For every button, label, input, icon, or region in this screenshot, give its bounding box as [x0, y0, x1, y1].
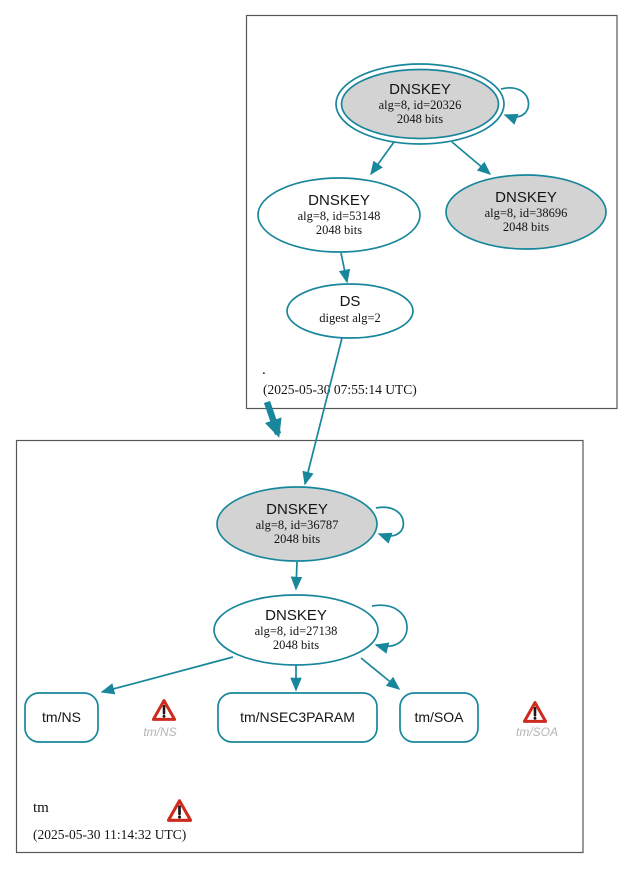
node-title: DNSKEY	[266, 501, 328, 518]
tm-nsec3param-box	[217, 692, 378, 743]
node-root-ds: DS digest alg=2	[286, 283, 414, 339]
rrset-label: tm/NSEC3PARAM	[240, 709, 355, 725]
node-rrset-tm-ns: tm/NS	[24, 692, 99, 743]
node-rrset-tm-nsec3param: tm/NSEC3PARAM	[217, 692, 378, 743]
root-zsk-ellipse	[257, 177, 421, 253]
root-key2-ellipse	[445, 174, 607, 250]
edge-tm-zsk-to-soa	[360, 657, 401, 690]
edge-tm-ksk-selfloop	[375, 506, 405, 544]
edge-root-ksk-selfloop	[500, 87, 530, 125]
edge-root-ksk-to-key2	[451, 141, 492, 175]
edge-tm-zsk-selfloop	[371, 604, 408, 654]
rrset-label: tm/SOA	[414, 709, 464, 725]
node-params: digest alg=2	[319, 311, 381, 325]
edge-tm-zsk-to-ns	[100, 656, 234, 695]
node-params: alg=8, id=53148	[298, 209, 381, 223]
node-root-ksk: DNSKEY alg=8, id=20326 2048 bits	[335, 63, 505, 145]
node-params: alg=8, id=20326	[379, 98, 462, 112]
graph-edges	[100, 87, 530, 695]
node-title: DNSKEY	[265, 607, 327, 624]
root-ksk-inner-ring	[340, 68, 500, 140]
node-params: alg=8, id=38696	[485, 206, 568, 220]
edge-root-zsk-to-ds	[338, 252, 351, 284]
warning-tm-soa: tm/SOA	[516, 701, 558, 739]
node-tm-ksk: DNSKEY alg=8, id=36787 2048 bits	[216, 486, 378, 562]
tm-ns-box	[24, 692, 99, 743]
node-bits: 2048 bits	[503, 220, 549, 234]
node-title: DS	[340, 293, 361, 310]
node-root-key2: DNSKEY alg=8, id=38696 2048 bits	[445, 174, 607, 250]
node-root-zsk: DNSKEY alg=8, id=53148 2048 bits	[257, 177, 421, 253]
node-title: DNSKEY	[308, 192, 370, 209]
node-title: DNSKEY	[389, 81, 451, 98]
node-bits: 2048 bits	[273, 638, 319, 652]
tm-zsk-ellipse	[213, 594, 379, 666]
warning-label: tm/SOA	[516, 725, 558, 739]
node-tm-zsk: DNSKEY alg=8, id=27138 2048 bits	[213, 594, 379, 666]
node-bits: 2048 bits	[274, 532, 320, 546]
tm-ksk-ellipse	[216, 486, 378, 562]
rrset-label: tm/NS	[42, 709, 81, 725]
root-ds-ellipse	[286, 283, 414, 339]
node-rrset-tm-soa: tm/SOA	[399, 692, 479, 743]
warning-label: tm/NS	[143, 725, 176, 739]
node-bits: 2048 bits	[316, 223, 362, 237]
edge-tm-ksk-to-zsk	[290, 561, 303, 591]
node-params: alg=8, id=36787	[256, 518, 339, 532]
tm-zone-label: tm	[33, 800, 49, 816]
edge-ds-to-tm-ksk	[302, 337, 343, 486]
edge-delegation-root-to-tm	[263, 400, 282, 438]
warning-tm-ns: tm/NS	[143, 699, 177, 739]
tm-zone-timestamp: (2025-05-30 11:14:32 UTC)	[33, 827, 186, 842]
tm-soa-box	[399, 692, 479, 743]
node-title: DNSKEY	[495, 189, 557, 206]
root-zone-timestamp: (2025-05-30 07:55:14 UTC)	[263, 382, 417, 397]
edge-root-ksk-to-zsk	[370, 141, 395, 176]
node-params: alg=8, id=27138	[255, 624, 338, 638]
root-zone-label: .	[262, 362, 266, 378]
node-bits: 2048 bits	[397, 112, 443, 126]
